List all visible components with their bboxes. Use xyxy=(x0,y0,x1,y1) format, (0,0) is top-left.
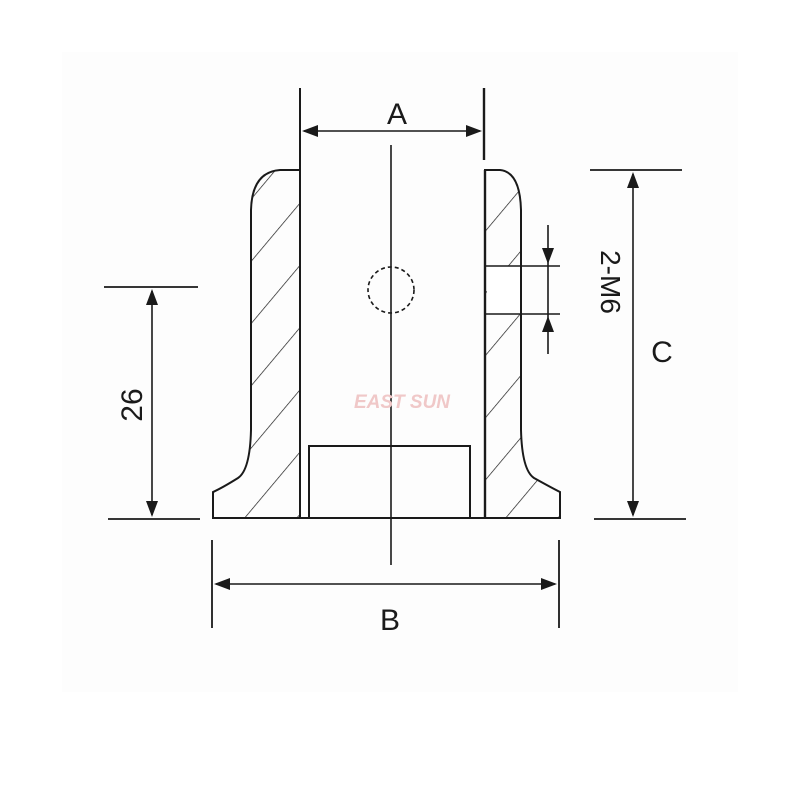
dimension-c-label: C xyxy=(651,336,673,369)
drawing-sheet xyxy=(62,52,738,692)
watermark-text: EAST SUN xyxy=(354,392,451,413)
left-wall-section xyxy=(212,169,301,519)
thread-hole xyxy=(487,266,520,314)
dimension-26: 26 xyxy=(104,286,200,520)
base-pocket xyxy=(308,445,471,519)
dimension-b-label: B xyxy=(380,604,400,637)
dimension-a: A xyxy=(299,88,486,160)
dimension-b: B xyxy=(211,540,560,637)
dimension-thread: 2-M6 xyxy=(542,225,626,354)
cross-hole-circle xyxy=(367,266,415,314)
dimension-26-label: 26 xyxy=(116,388,149,421)
right-wall-section xyxy=(484,169,561,519)
dimension-a-label: A xyxy=(387,98,407,131)
thread-label: 2-M6 xyxy=(595,250,626,314)
dimension-c: C xyxy=(590,169,686,520)
